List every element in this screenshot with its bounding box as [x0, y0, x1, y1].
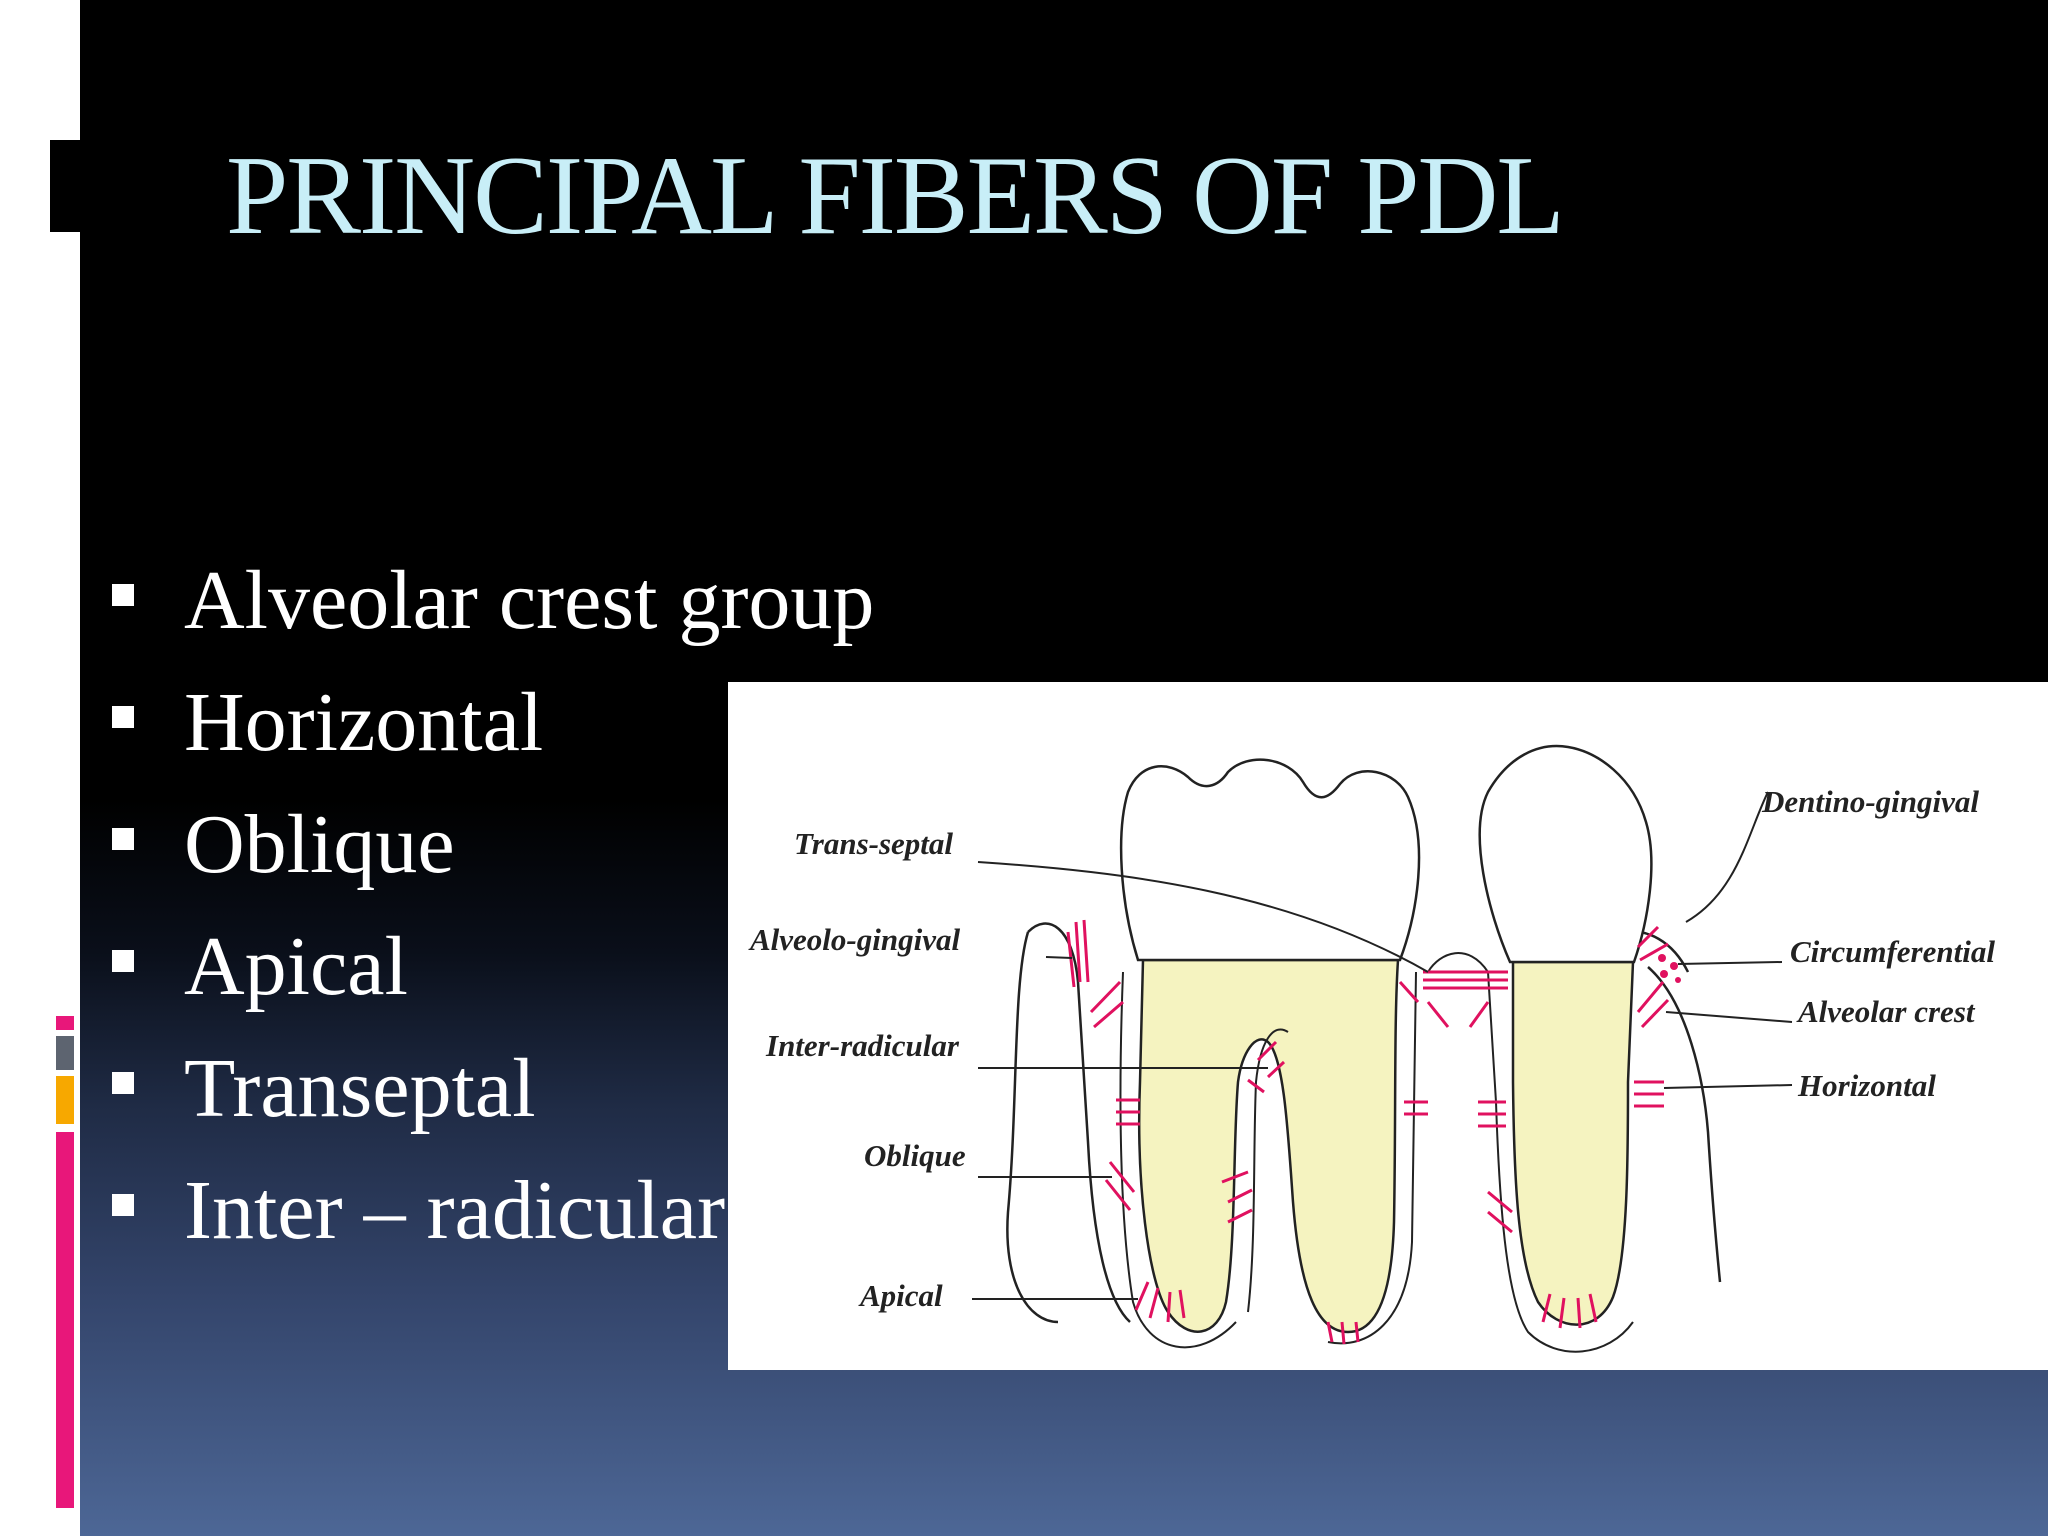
pdl-outline: [1119, 952, 1634, 1353]
apical-fibers-left: [1134, 1281, 1186, 1323]
molar-distal-fibers: [1398, 980, 1428, 1116]
left-gingiva-line: [1006, 931, 1059, 1324]
fiber-bundles: [1066, 919, 1670, 1345]
horizontal-fibers-right: [1634, 1080, 1664, 1108]
bullet-square-icon: [112, 950, 134, 972]
slide-title: PRINCIPAL FIBERS OF PDL: [226, 134, 1565, 258]
leader-alveolo-gingival: [1045, 956, 1073, 959]
premolar-root: [1511, 960, 1635, 1326]
apical-fibers-mid: [1326, 1321, 1360, 1345]
accent-pink-small: [56, 1016, 74, 1030]
right-bone-line: [1647, 966, 1722, 1283]
left-bone-line: [1027, 922, 1131, 1323]
bullet-square-icon: [112, 584, 134, 606]
label-alveolar-crest: Alveolar crest: [1796, 994, 1976, 1029]
septal-crest-fibers: [1426, 1001, 1490, 1028]
leader-dentino-gingival: [1685, 791, 1769, 923]
leader-circumferential: [1677, 961, 1783, 965]
accent-pink-long: [56, 1132, 74, 1508]
bullet-item: Horizontal: [108, 662, 874, 784]
bullet-item: Apical: [108, 906, 874, 1028]
bullet-item: Transeptal: [108, 1028, 874, 1150]
accent-gray: [56, 1036, 74, 1070]
left-decoration-strip: [0, 0, 80, 1536]
fiber-dot: [1658, 954, 1666, 962]
pdl-left-outer: [1119, 971, 1237, 1349]
premolar-crown: [1478, 744, 1653, 964]
pdl-fiber-diagram: Trans-septal Alveolo-gingival Inter-radi…: [728, 682, 2048, 1370]
alveolar-crest-fibers-left: [1089, 980, 1124, 1029]
fiber-dot: [1660, 970, 1668, 978]
label-inter-radicular: Inter-radicular: [765, 1028, 960, 1063]
bullet-square-icon: [112, 828, 134, 850]
bullet-square-icon: [112, 1194, 134, 1216]
apical-fibers-right: [1541, 1293, 1598, 1329]
bullet-item: Inter – radicular: [108, 1150, 874, 1272]
label-alveolo-gingival: Alveolo-gingival: [748, 922, 960, 957]
leader-lines: [972, 791, 1793, 1300]
label-oblique: Oblique: [864, 1138, 966, 1173]
label-horizontal: Horizontal: [1797, 1068, 1936, 1103]
pdl-septal: [1427, 952, 1634, 1353]
bullet-square-icon: [112, 1072, 134, 1094]
dark-stripe-block: [50, 140, 80, 232]
alveolo-gingival-fibers: [1066, 919, 1090, 988]
oblique-fibers-left: [1104, 1161, 1136, 1211]
label-circumferential: Circumferential: [1790, 934, 1995, 969]
dentino-gingival-fibers: [1636, 925, 1669, 962]
bullet-square-icon: [112, 706, 134, 728]
inter-radicular-fibers: [1247, 1040, 1286, 1094]
label-dentino-gingival: Dentino-gingival: [1761, 784, 1979, 819]
bullet-item: Alveolar crest group: [108, 540, 874, 662]
label-trans-septal: Trans-septal: [794, 826, 953, 861]
alveolar-crest-fibers-right: [1636, 981, 1670, 1029]
tooth-diagram-svg: Trans-septal Alveolo-gingival Inter-radi…: [748, 744, 1995, 1353]
fiber-dot: [1670, 962, 1678, 970]
leader-alveolar-crest: [1665, 1011, 1793, 1023]
leader-trans-septal: [977, 861, 1429, 973]
horizontal-fibers-septal: [1478, 1100, 1506, 1128]
molar-root: [1137, 958, 1400, 1334]
fiber-dot: [1675, 977, 1681, 983]
accent-gold: [56, 1076, 74, 1124]
oblique-fibers-mid: [1221, 1170, 1253, 1224]
bone-outline: [1006, 922, 1722, 1324]
label-apical: Apical: [858, 1278, 943, 1313]
horizontal-fibers-left: [1116, 1098, 1140, 1126]
trans-septal-fibers: [1423, 970, 1508, 990]
molar-crown: [1119, 758, 1421, 962]
circumferential-fiber-dots: [1658, 954, 1681, 983]
bullet-item: Oblique: [108, 784, 874, 906]
bullet-list: Alveolar crest group Horizontal Oblique …: [108, 540, 874, 1272]
pdl-interradicular: [1247, 1028, 1289, 1313]
oblique-fibers-septal: [1487, 1190, 1513, 1234]
leader-horizontal: [1663, 1084, 1793, 1089]
